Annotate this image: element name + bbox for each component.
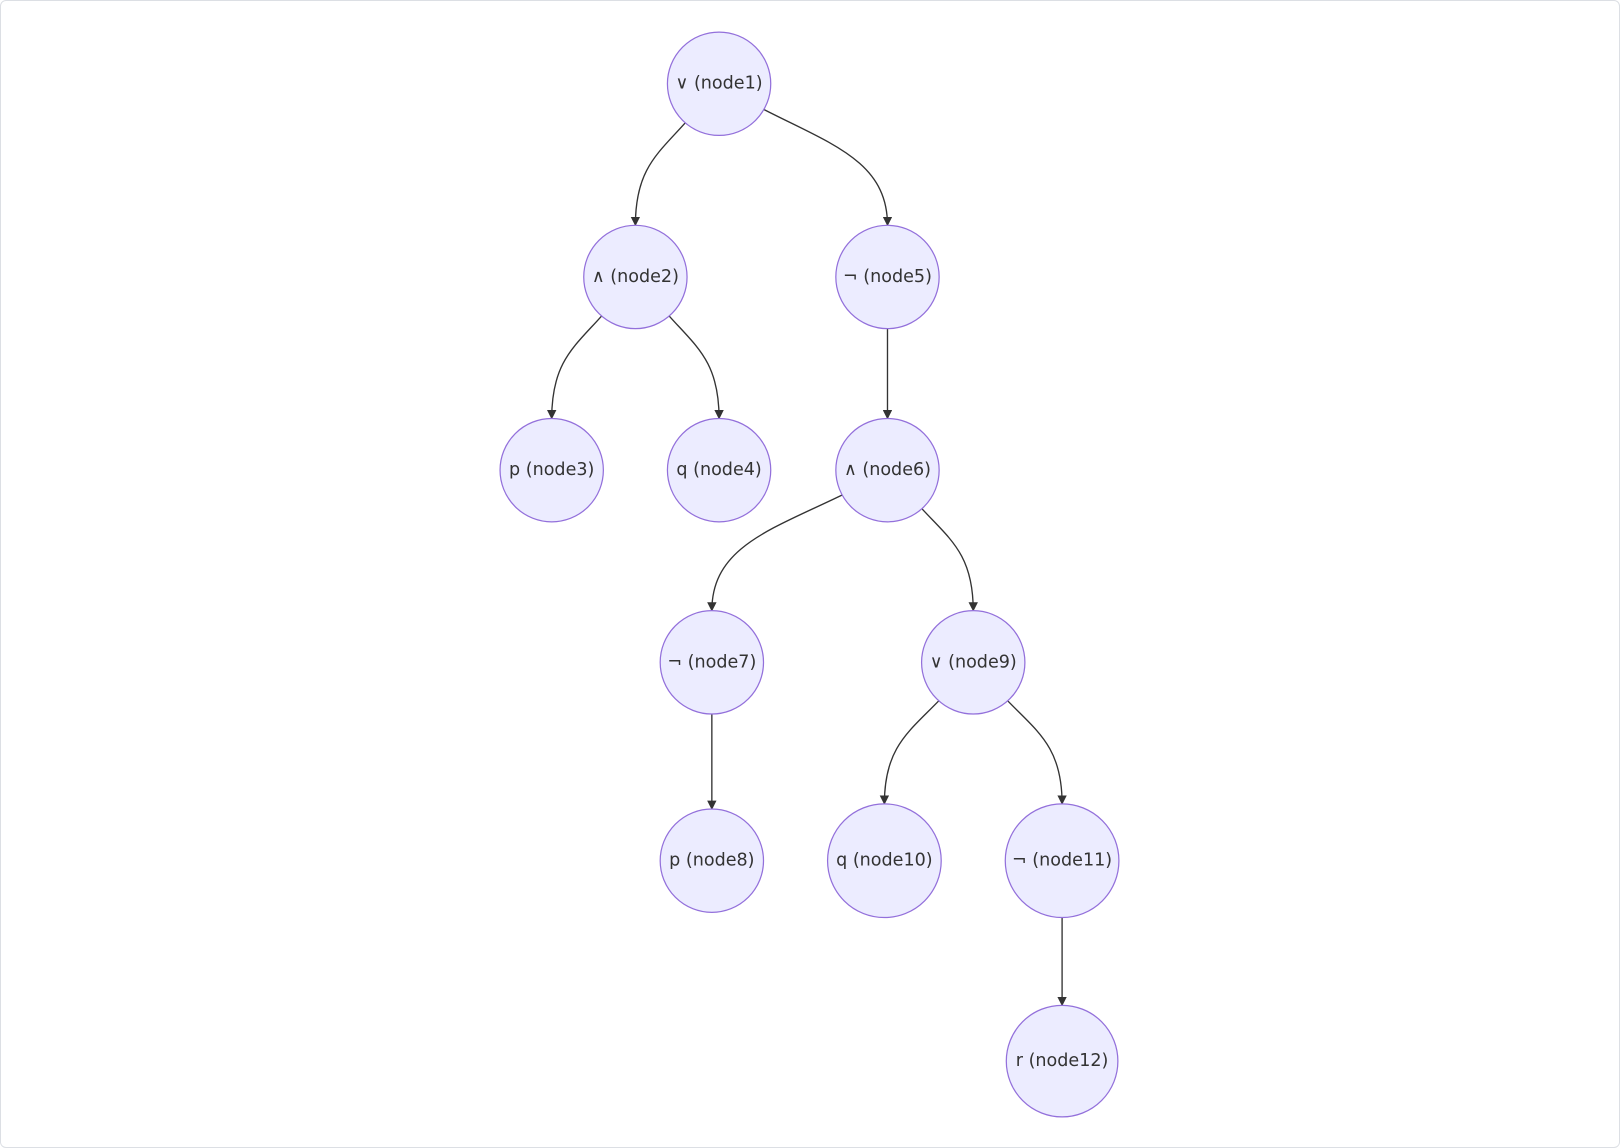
edge-node6-node7	[707, 494, 843, 612]
tree-node-node11: ¬ (node11)	[1004, 803, 1120, 919]
node-label: ¬ (node7)	[667, 652, 756, 672]
tree-node-node3: p (node3)	[499, 417, 604, 523]
node-circle	[666, 417, 772, 523]
tree-node-node5: ¬ (node5)	[835, 224, 940, 330]
node-circle	[920, 610, 1026, 715]
node-label: ∧ (node2)	[592, 267, 679, 287]
node-label: ¬ (node11)	[1012, 851, 1112, 871]
edge-node6-node9	[921, 508, 978, 612]
node-label: ∧ (node6)	[844, 460, 931, 480]
edge-node1-node2	[630, 122, 686, 227]
node-circle	[583, 224, 688, 330]
node-label: p (node8)	[669, 851, 754, 871]
node-circle	[1005, 1004, 1119, 1118]
node-label: ∨ (node1)	[676, 74, 763, 94]
node-circle	[835, 224, 940, 330]
edge-node2-node4	[668, 315, 724, 420]
node-circle	[826, 803, 942, 919]
node-circle	[835, 417, 940, 523]
tree-node-node10: q (node10)	[826, 803, 942, 919]
tree-node-node7: ¬ (node7)	[659, 610, 765, 715]
node-label: ∨ (node9)	[930, 652, 1017, 672]
node-label: r (node12)	[1016, 1051, 1109, 1071]
node-label: ¬ (node5)	[843, 267, 932, 287]
edge-node2-node3	[547, 315, 603, 420]
tree-node-node12: r (node12)	[1005, 1004, 1119, 1118]
tree-node-node1: ∨ (node1)	[666, 31, 772, 137]
tree-node-node8: p (node8)	[659, 808, 765, 913]
node-circle	[1004, 803, 1120, 919]
tree-node-node9: ∨ (node9)	[920, 610, 1026, 715]
node-circle	[666, 31, 772, 137]
node-label: q (node10)	[836, 851, 933, 871]
node-circle	[659, 610, 765, 715]
edge-node9-node10	[879, 700, 940, 805]
tree-node-node6: ∧ (node6)	[835, 417, 940, 523]
edge-node1-node5	[763, 108, 893, 227]
node-label: p (node3)	[509, 460, 594, 480]
node-circle	[659, 808, 765, 913]
tree-node-node4: q (node4)	[666, 417, 772, 523]
edge-node9-node11	[1007, 700, 1067, 805]
tree-node-node2: ∧ (node2)	[583, 224, 688, 330]
node-label: q (node4)	[676, 460, 761, 480]
node-circle	[499, 417, 604, 523]
